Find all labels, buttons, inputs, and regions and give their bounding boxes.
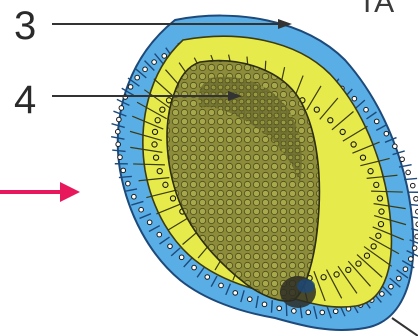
outer-cell-nucleus: [121, 168, 126, 173]
outer-cell-nucleus: [116, 142, 121, 147]
outer-cell-nucleus: [333, 309, 338, 314]
yellow-cell-nucleus: [155, 118, 160, 123]
yellow-cell-nucleus: [163, 182, 168, 187]
corner-line: [392, 318, 418, 336]
outer-cell-nucleus: [393, 144, 398, 149]
yellow-cell-nucleus: [153, 155, 158, 160]
outer-cell-nucleus: [152, 60, 157, 65]
outer-cell-nucleus: [403, 267, 408, 272]
yellow-cell-nucleus: [152, 142, 157, 147]
yellow-cell-nucleus: [377, 196, 382, 201]
outer-cell-nucleus: [320, 310, 325, 315]
outer-cell-wall: [286, 303, 287, 316]
outer-cell-nucleus: [389, 284, 394, 289]
outer-cell-nucleus: [205, 275, 210, 280]
outer-cell-nucleus: [277, 306, 282, 311]
yellow-cell-nucleus: [364, 253, 369, 258]
yellow-cell-nucleus: [321, 275, 326, 280]
yellow-cell-nucleus: [334, 272, 339, 277]
yellow-cell-nucleus: [328, 118, 333, 123]
outer-cell-nucleus: [410, 183, 415, 188]
yellow-cell-nucleus: [340, 129, 345, 134]
yellow-cell-nucleus: [157, 169, 162, 174]
yellow-cell-nucleus: [379, 209, 384, 214]
yellow-cell-nucleus: [371, 244, 376, 249]
outer-cell-nucleus: [162, 54, 167, 59]
yellow-cell-nucleus: [368, 169, 373, 174]
outer-cell-nucleus: [139, 207, 144, 212]
outer-cell-nucleus: [192, 265, 197, 270]
outer-cell-nucleus: [352, 96, 357, 101]
outer-cell-nucleus: [397, 276, 402, 281]
yellow-cell-nucleus: [374, 182, 379, 187]
yellow-cell-nucleus: [346, 267, 351, 272]
outer-cell-nucleus: [126, 181, 131, 186]
outer-cell-nucleus: [380, 292, 385, 297]
outer-cell-nucleus: [374, 119, 379, 124]
yellow-cell-nucleus: [376, 233, 381, 238]
outer-cell-nucleus: [414, 196, 418, 201]
outer-cell-nucleus: [292, 309, 297, 314]
outer-cell-nucleus: [408, 257, 413, 262]
outer-cell-nucleus: [233, 291, 238, 296]
yellow-cell-nucleus: [152, 129, 157, 134]
outer-cell-nucleus: [117, 117, 122, 122]
outer-cell-wall: [271, 300, 272, 312]
yellow-cell-nucleus: [378, 221, 383, 226]
outer-cell-nucleus: [412, 246, 417, 251]
outer-cell-nucleus: [115, 129, 120, 134]
outer-cell-nucleus: [384, 131, 389, 136]
outer-cell-nucleus: [132, 194, 137, 199]
yellow-cell-nucleus: [160, 107, 165, 112]
bottom-dark-cluster-blue: [297, 279, 315, 293]
outer-cell-nucleus: [128, 85, 133, 90]
yellow-cell-nucleus: [351, 142, 356, 147]
outer-cell-nucleus: [135, 75, 140, 80]
outer-cell-nucleus: [247, 297, 252, 302]
outer-cell-nucleus: [262, 302, 267, 307]
pink-arrowhead: [60, 182, 80, 202]
outer-cell-nucleus: [157, 232, 162, 237]
outer-cell-nucleus: [219, 283, 224, 288]
outer-cell-nucleus: [364, 107, 369, 112]
outer-cell-nucleus: [143, 67, 148, 72]
outer-cell-nucleus: [147, 220, 152, 225]
yellow-cell-nucleus: [360, 155, 365, 160]
yellow-cell-nucleus: [356, 261, 361, 266]
outer-cell-nucleus: [119, 106, 124, 111]
outer-cell-wall: [410, 205, 418, 206]
outer-cell-nucleus: [406, 170, 411, 175]
outer-cell-nucleus: [306, 310, 311, 315]
outer-cell-nucleus: [168, 244, 173, 249]
outer-cell-nucleus: [400, 157, 405, 162]
yellow-cell-nucleus: [170, 196, 175, 201]
outer-cell-nucleus: [179, 255, 184, 260]
outer-cell-nucleus: [118, 155, 123, 160]
yellow-cell-nucleus: [314, 107, 319, 112]
